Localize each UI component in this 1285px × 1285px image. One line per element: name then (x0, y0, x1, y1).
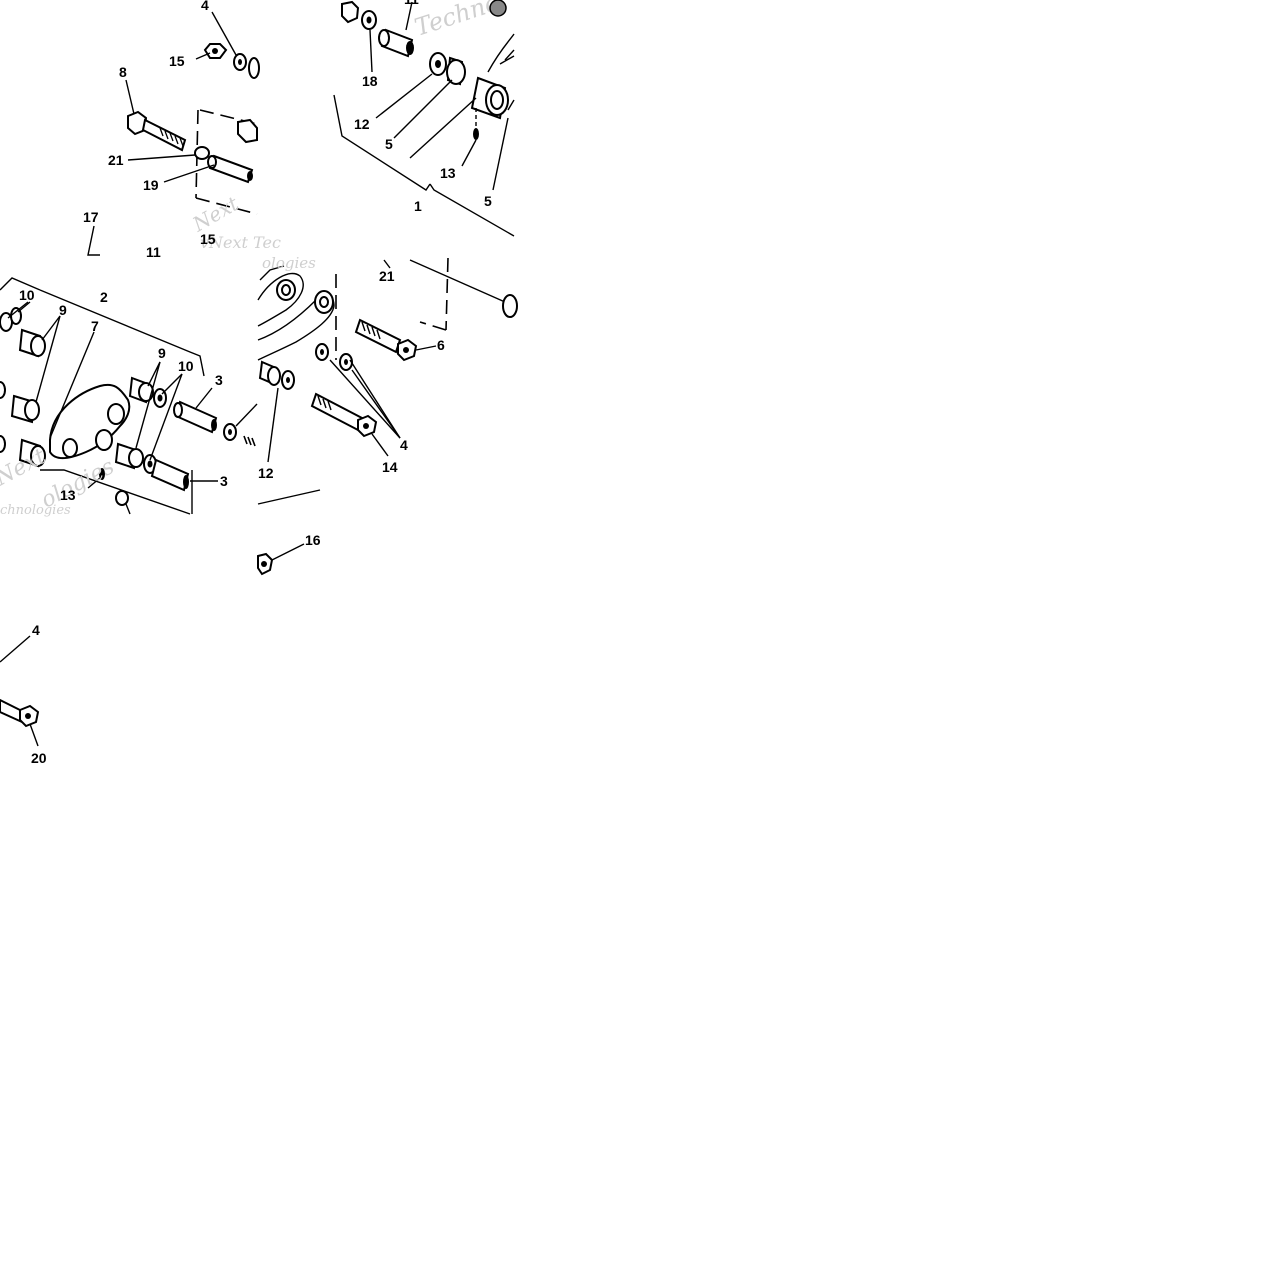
callout-label: 20 (31, 750, 47, 766)
callout-label: 1 (414, 198, 422, 214)
washer-part (233, 53, 260, 79)
watermark-text: chnologies (0, 503, 71, 518)
tile-top-left: vNext Tec Next 4 15 8 21 19 17 11 15 (83, 0, 281, 260)
callout-label: 3 (220, 473, 228, 489)
callout-label: 12 (258, 465, 274, 481)
callout-label: 15 (169, 53, 185, 69)
callout-label: 11 (404, 0, 419, 7)
rocker-arm-part (49, 383, 131, 459)
callout-label: 10 (19, 287, 35, 303)
tile-middle-left: Next ologies chnologies 10 2 9 7 9 10 3 … (0, 277, 258, 518)
callout-label: 4 (201, 0, 209, 13)
callout-label: 5 (385, 136, 393, 152)
callout-label: 18 (362, 73, 378, 89)
callout-label: 17 (83, 209, 99, 225)
callout-label: 6 (437, 337, 445, 353)
callout-label: 21 (108, 152, 124, 168)
callout-label: 3 (215, 372, 223, 388)
tile-middle-right: ologies 21 6 4 14 12 (257, 254, 518, 505)
callout-label: 13 (60, 487, 76, 503)
nut-part (203, 43, 228, 59)
callout-label: 7 (91, 318, 99, 334)
bolt-part (127, 110, 187, 152)
callout-label: 15 (200, 231, 216, 247)
tile-bottom-left: 4 20 (0, 622, 47, 766)
callout-label: 4 (32, 622, 40, 638)
callout-label: 9 (59, 302, 67, 318)
bolt-part (354, 318, 418, 362)
callout-label: 12 (354, 116, 370, 132)
watermark-text: ologies (262, 254, 316, 272)
callout-label: 21 (379, 268, 395, 284)
callout-label: 2 (100, 289, 108, 305)
callout-label: 9 (158, 345, 166, 361)
bolt-part (310, 392, 378, 438)
callout-label: 8 (119, 64, 127, 80)
callout-label: 19 (143, 177, 159, 193)
tile-bottom-center: 16 (257, 532, 321, 576)
callout-label: 16 (305, 532, 321, 548)
callout-label: 11 (146, 244, 161, 260)
callout-label: 10 (178, 358, 194, 374)
tile-top-right: Techno 11 18 12 5 13 1 5 (333, 0, 515, 237)
spacer-part (207, 154, 254, 184)
callout-label: 14 (382, 459, 398, 475)
watermark-text: Techno (411, 0, 503, 42)
callout-label: 5 (484, 193, 492, 209)
callout-label: 4 (400, 437, 408, 453)
watermark-text: vNext Tec (200, 233, 281, 252)
callout-label: 13 (440, 165, 456, 181)
